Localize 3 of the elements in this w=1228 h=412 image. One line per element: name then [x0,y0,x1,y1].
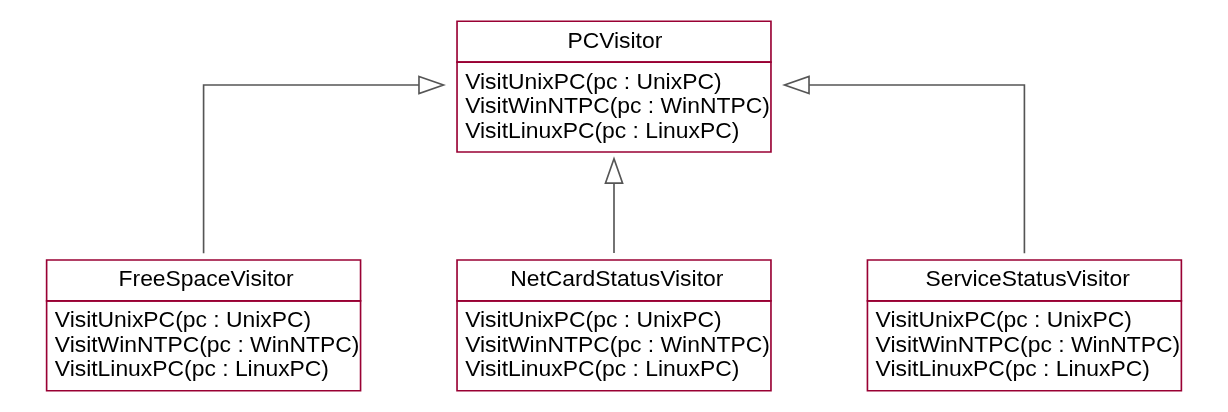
arrow [202,75,446,255]
arrow [604,156,624,254]
arrow [782,75,1026,255]
